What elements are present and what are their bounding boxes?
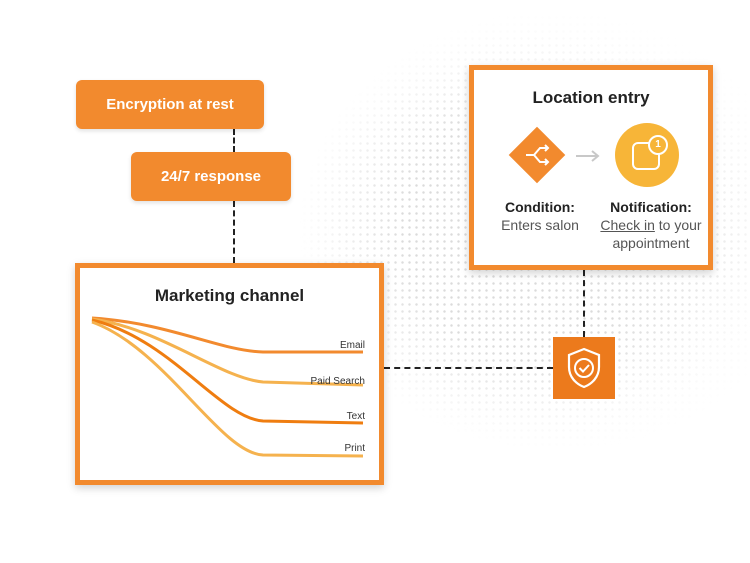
check-in-link[interactable]: Check in xyxy=(600,217,655,233)
channel-line-text xyxy=(91,318,364,425)
connector-marketing-shield xyxy=(384,367,553,369)
notification-count-badge: 1 xyxy=(648,135,668,155)
connector-encryption-response xyxy=(233,129,235,152)
connector-response-marketing xyxy=(233,201,235,263)
response-pill: 24/7 response xyxy=(131,152,291,201)
channel-label-paid-search: Paid Search xyxy=(310,376,365,387)
channel-label-text: Text xyxy=(346,411,365,422)
channel-label-email: Email xyxy=(339,340,365,351)
notification-text-1: to your xyxy=(654,217,702,233)
app-notification-icon: 1 xyxy=(615,123,679,187)
notification-text-2: appointment xyxy=(612,235,690,251)
shield-check-icon xyxy=(567,347,601,389)
connector-location-shield xyxy=(583,270,585,337)
notification-caption: Notification: Check in to your appointme… xyxy=(589,198,713,252)
condition-value: Enters salon xyxy=(501,217,579,233)
marketing-channel-card: Marketing channel Email Paid Search Text… xyxy=(75,263,384,485)
channel-line-print xyxy=(91,320,364,458)
condition-caption: Condition: Enters salon xyxy=(484,198,596,234)
marketing-channel-chart xyxy=(91,316,364,458)
condition-label: Condition: xyxy=(505,199,575,215)
arrow-right-icon xyxy=(576,150,600,162)
marketing-channel-title: Marketing channel xyxy=(154,286,305,305)
location-entry-card: Location entry 1 Condition: Enters salon… xyxy=(469,65,713,270)
encryption-at-rest-pill: Encryption at rest xyxy=(76,80,264,129)
channel-line-paid-search xyxy=(91,317,364,387)
branch-arrows-icon xyxy=(508,126,566,184)
location-entry-title: Location entry xyxy=(532,88,650,107)
channel-label-print: Print xyxy=(344,443,365,454)
security-badge xyxy=(553,337,615,399)
notification-label: Notification: xyxy=(610,199,692,215)
channel-line-email xyxy=(91,316,363,354)
